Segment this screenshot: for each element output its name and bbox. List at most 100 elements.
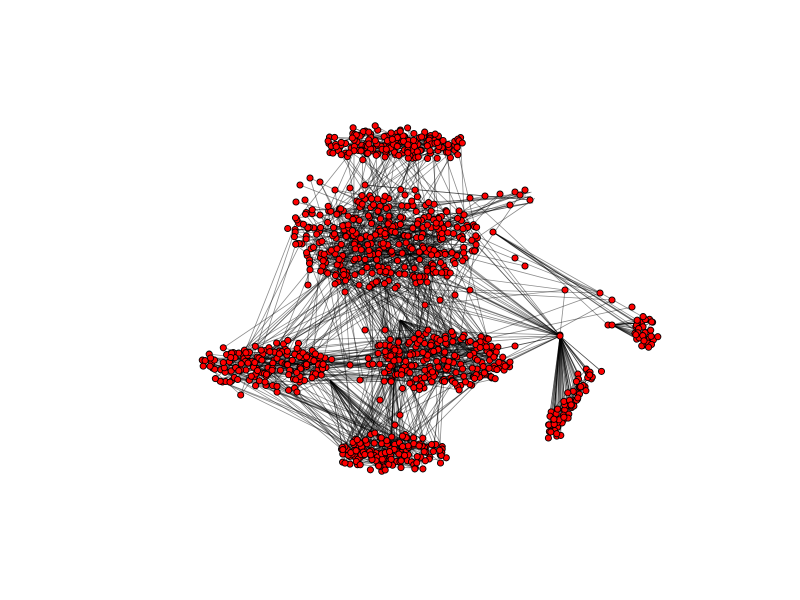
graph-edge [433,191,532,220]
graph-node [410,264,418,272]
graph-node [416,273,424,281]
graph-edge [559,335,577,382]
graph-node [404,141,412,149]
graph-edge [355,217,477,246]
graph-node [357,235,365,243]
graph-node [410,434,418,442]
graph-node [320,250,328,258]
graph-node [317,224,325,232]
graph-edge [293,356,300,380]
graph-node [521,186,529,194]
graph-edge [265,385,342,450]
graph-node [427,251,435,259]
graph-edge [271,369,353,455]
graph-edge [342,225,475,378]
graph-node [261,378,269,386]
graph-node [472,241,480,249]
graph-node [356,461,364,469]
graph-node [358,192,366,200]
graph-node [428,440,436,449]
graph-edge [313,246,435,352]
graph-node [363,263,371,272]
graph-edge [301,243,561,337]
graph-node [402,357,410,365]
graph-node [419,465,427,473]
graph-node [409,224,417,232]
graph-node [349,215,357,223]
nodes-layer [198,122,662,475]
graph-node [301,196,309,204]
graph-edge [238,275,448,354]
graph-node [361,255,369,264]
graph-node [423,142,431,150]
graph-node [368,269,376,277]
graph-node [361,450,369,459]
graph-node [459,333,467,341]
graph-node [285,371,293,379]
graph-edge [337,281,561,337]
graph-edge [268,372,375,444]
graph-node [284,224,292,233]
graph-edge [434,373,441,451]
graph-node [436,459,445,467]
graph-edge [611,324,638,340]
graph-node [521,262,529,270]
graph-node [346,184,354,192]
graph-node [441,348,449,356]
graph-edge [364,184,531,201]
graph-node [351,271,359,279]
graph-node [309,243,318,251]
graph-node [476,343,484,352]
graph-node [561,286,569,294]
graph-node [491,375,499,383]
graph-edge [469,197,609,326]
graph-node [586,371,594,379]
graph-node [268,366,276,374]
graph-edge [398,359,441,451]
graph-node [331,186,339,194]
graph-edge [371,204,375,458]
graph-edge [559,335,569,394]
graph-node [434,363,442,371]
graph-node [460,211,468,219]
graph-node [401,270,409,278]
graph-node [328,355,336,363]
graph-node [381,192,389,200]
graph-node [292,198,300,206]
graph-edge [329,379,355,445]
graph-node [461,378,470,386]
graph-edge [473,224,561,337]
graph-edge [439,250,475,301]
graph-edge [302,224,468,354]
graph-node [408,197,416,205]
graph-edge [559,289,566,336]
graph-edge [404,266,429,331]
graph-edge [338,150,401,225]
graph-node [330,230,339,238]
graph-edge [347,224,411,256]
graph-node [511,342,519,350]
graph-node [284,336,292,344]
graph-edge [375,144,412,249]
graph-edge [384,329,561,336]
graph-edge [559,335,569,394]
graph-node [418,133,426,141]
graph-edge [365,374,396,441]
graph-node [412,375,420,383]
graph-edge [230,370,376,434]
graph-node [454,214,462,222]
graph-node [330,224,338,232]
graph-node [440,378,449,386]
graph-node [292,376,300,384]
graph-node [308,374,316,382]
graph-node [444,220,452,228]
graph-node [348,134,356,142]
graph-node [459,365,467,373]
graph-node [443,208,451,216]
graph-node [454,151,462,159]
graph-node [458,139,466,147]
graph-edge [388,353,427,448]
graph-edge [411,268,434,463]
graph-node [639,313,647,321]
graph-node [596,289,604,297]
